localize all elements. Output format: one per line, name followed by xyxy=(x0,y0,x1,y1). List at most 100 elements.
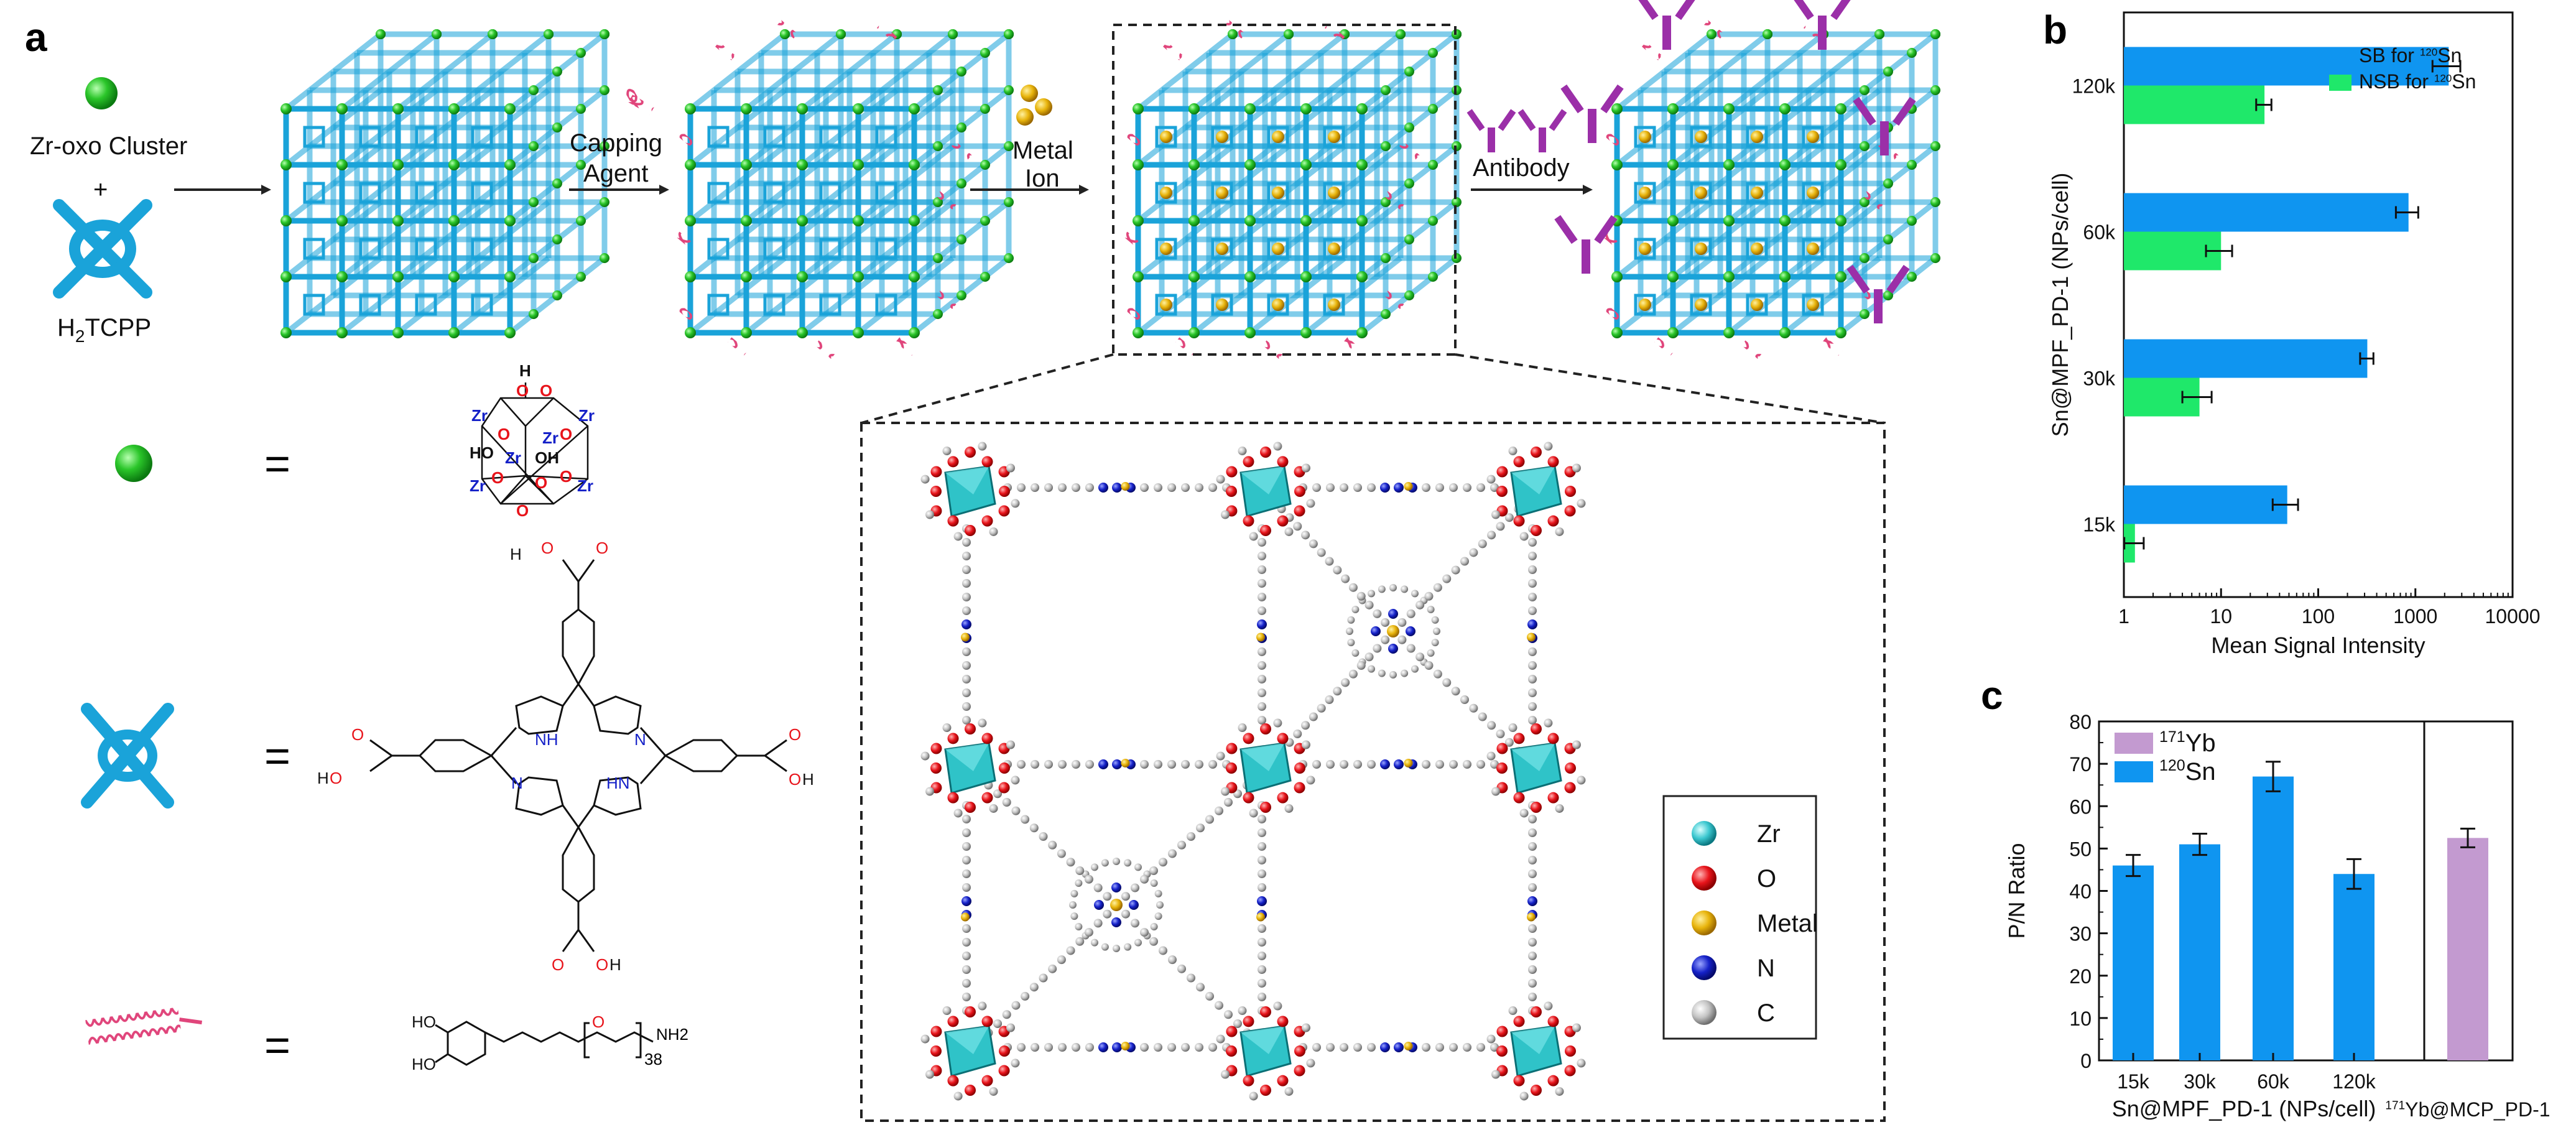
chart-b-xtick-label: 1 xyxy=(2118,605,2129,628)
svg-text:H: H xyxy=(317,769,329,787)
svg-text:O: O xyxy=(789,725,801,744)
chart-c-xtick-label: 30k xyxy=(2184,1070,2217,1093)
chart-b-ytick-label: 30k xyxy=(2083,368,2116,390)
svg-text:OH: OH xyxy=(535,448,559,467)
zr-node xyxy=(920,718,1020,818)
svg-text:HO: HO xyxy=(470,443,494,462)
svg-text:Zr: Zr xyxy=(542,429,558,447)
svg-text:O: O xyxy=(491,468,504,487)
svg-text:Zr: Zr xyxy=(578,406,595,425)
svg-text:O: O xyxy=(596,539,608,557)
chart-c-ytick-label: 50 xyxy=(2069,838,2092,860)
svg-text:N: N xyxy=(511,774,523,792)
capping-label-line1: Capping xyxy=(570,129,662,157)
chart-b-xtick-label: 10 xyxy=(2210,605,2232,628)
chart-c-ytick-label: 60 xyxy=(2069,795,2092,818)
svg-text:HO: HO xyxy=(412,1055,436,1073)
chart-b-legend-swatch xyxy=(2329,49,2351,65)
mof-cube-series xyxy=(280,0,1940,359)
svg-text:O: O xyxy=(552,955,564,974)
svg-text:O: O xyxy=(535,473,547,492)
svg-text:H: H xyxy=(802,770,814,789)
atom-legend xyxy=(1662,795,1817,1040)
metal-ion-step: Metal Ion xyxy=(970,85,1089,195)
zr-node xyxy=(920,1001,1020,1101)
chart-c-legend-swatch xyxy=(2115,733,2153,754)
equals-1: = xyxy=(264,439,290,489)
panel-a-letter: a xyxy=(25,15,47,60)
chart-c-legend-label: 171Yb xyxy=(2159,728,2216,757)
legend-atom-o-icon xyxy=(1692,866,1717,891)
chart-b-xlabel: Mean Signal Intensity xyxy=(2211,633,2425,658)
svg-text:O: O xyxy=(516,501,529,520)
chart-b-ylabel: Sn@MPF_PD-1 (NPs/cell) xyxy=(2047,173,2073,437)
chart-b-xtick-label: 100 xyxy=(2302,605,2335,628)
chart-c-bar xyxy=(2253,776,2294,1060)
chart-c-xtick-label: 60k xyxy=(2257,1070,2290,1093)
svg-text:O: O xyxy=(789,770,801,789)
linker-definition-icon xyxy=(81,703,174,809)
chart-c-ytick-label: 30 xyxy=(2069,923,2092,945)
antibody-icon xyxy=(1466,109,1516,152)
chart-b-xtick-label: 10000 xyxy=(2485,605,2541,628)
svg-text:HO: HO xyxy=(412,1013,436,1031)
h2tcpp-label: H2TCPP xyxy=(57,314,151,346)
chart-c-ylabel: P/N Ratio xyxy=(2004,843,2029,938)
legend-atom-zr-icon xyxy=(1692,821,1717,846)
panel-b-letter: b xyxy=(2043,7,2067,52)
chart-c-legend-swatch xyxy=(2115,761,2153,782)
chart-c-xtick-label: 15k xyxy=(2117,1070,2150,1093)
chart-c-bar xyxy=(2113,865,2154,1060)
chart-b-ytick-label: 15k xyxy=(2083,514,2116,536)
catechol-peg-amine-structure xyxy=(435,1021,654,1066)
capping-step: Capping Agent xyxy=(569,83,669,195)
svg-text:O: O xyxy=(498,425,510,443)
selection-box xyxy=(1112,24,1457,356)
equals-2: = xyxy=(264,731,290,781)
antibody-on-cube xyxy=(1635,0,1698,50)
svg-text:O: O xyxy=(351,725,364,744)
svg-text:Zr: Zr xyxy=(471,406,488,425)
svg-text:H: H xyxy=(519,361,531,380)
svg-text:O: O xyxy=(516,381,529,400)
cluster-definition-icon xyxy=(115,445,152,482)
plus-sign: + xyxy=(93,176,108,203)
svg-text:NH: NH xyxy=(535,730,558,749)
metal-label-line1: Metal xyxy=(1012,137,1073,164)
chart-b-bar xyxy=(2124,339,2368,378)
legend-atom-label: Zr xyxy=(1757,820,1781,848)
capping-label-line2: Agent xyxy=(583,160,649,187)
antibody-on-cube xyxy=(1554,215,1618,274)
legend-atom-label: Metal xyxy=(1757,910,1818,937)
legend-atom-label: O xyxy=(1757,865,1776,892)
svg-text:O: O xyxy=(330,769,342,787)
chart-c-legend-label: 120Sn xyxy=(2159,757,2216,785)
svg-text:Zr: Zr xyxy=(577,476,593,495)
legend-atom-c-icon xyxy=(1692,1000,1717,1025)
legend-atom-label: C xyxy=(1757,999,1775,1027)
zr-node xyxy=(1216,1001,1315,1101)
chart-b-ytick-label: 120k xyxy=(2072,75,2116,98)
legend-atom-metal-icon xyxy=(1692,911,1717,935)
chart-b-legend-swatch xyxy=(2329,75,2351,91)
chart-c-ytick-label: 20 xyxy=(2069,965,2092,988)
legend-atom-label: N xyxy=(1757,955,1775,982)
chart-b-ytick-label: 60k xyxy=(2083,221,2116,244)
chart-c-ytick-label: 10 xyxy=(2069,1008,2092,1030)
svg-text:O: O xyxy=(540,381,552,400)
svg-text:O: O xyxy=(560,425,572,443)
chart-c-bar xyxy=(2179,844,2220,1060)
linker-icon xyxy=(53,199,152,299)
peg-repeat-count: 38 xyxy=(644,1050,662,1068)
mof-cube xyxy=(280,29,609,338)
capping-agent-icon xyxy=(622,83,654,115)
svg-text:O: O xyxy=(592,1013,605,1031)
chart-c-ytick-label: 70 xyxy=(2069,753,2092,776)
mof-cube xyxy=(1119,20,1462,359)
chart-c-ytick-label: 40 xyxy=(2069,881,2092,903)
crystal-structure-box xyxy=(860,422,1886,1122)
capping-agent-definition-icon xyxy=(85,1007,203,1045)
zr-oxo-cluster-label: Zr-oxo Cluster xyxy=(30,132,187,160)
svg-text:O: O xyxy=(596,955,608,974)
